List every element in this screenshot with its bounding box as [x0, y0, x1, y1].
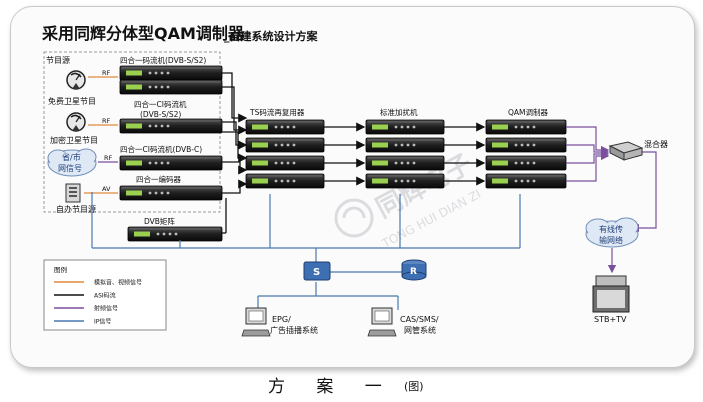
source-signal-lines: RF RF RF AV [84, 69, 118, 194]
scrambler-label: 标准加扰机 [380, 107, 418, 117]
satellite-dish-icon [66, 112, 86, 132]
receiver-1-unit [119, 79, 223, 95]
receiver-3-label: 四合一CI码流机(DVB-C) [120, 144, 202, 154]
scrambler-unit [365, 173, 445, 189]
stb-label: STB+TV [594, 315, 627, 324]
qam-unit [485, 173, 567, 189]
source-city-line2: 网信号 [58, 163, 82, 173]
network-cloud-icon [585, 217, 639, 248]
router-label: R [410, 267, 417, 277]
diagram-title: 采用同辉分体型QAM调制器 [42, 24, 244, 43]
mux-unit [245, 137, 325, 153]
asi-lines [222, 72, 486, 234]
legend-item-label: ASI码流 [94, 292, 116, 300]
rf-label: RF [102, 69, 111, 77]
computer-icon [367, 307, 397, 337]
diagram-subtitle: _自建系统设计方案 [224, 30, 318, 43]
qam-unit [485, 155, 567, 171]
rf-label: RF [102, 117, 111, 125]
mux-unit [245, 155, 325, 171]
source-heading: 节目源 [46, 56, 70, 65]
matrix-unit [127, 226, 223, 242]
encoder-label: 四合一编码器 [136, 174, 181, 184]
legend-item-label: 模拟音、视频信号 [94, 279, 142, 287]
mux-unit [245, 119, 325, 135]
scrambler-unit [365, 155, 445, 171]
av-label: AV [102, 185, 111, 193]
epg-label-1: EPG/ [272, 315, 291, 324]
receiver-2-label-2: (DVB-S/S2) [140, 110, 181, 119]
tv-icon [592, 275, 630, 313]
encoder-unit [119, 185, 223, 201]
cas-label-1: CAS/SMS/ [400, 315, 439, 324]
receiver-3-unit [119, 155, 223, 171]
epg-label-2: 广告插播系统 [270, 325, 318, 335]
scrambler-unit [365, 119, 445, 135]
rf-label: RF [104, 154, 113, 162]
receiver-2-unit [119, 118, 223, 134]
legend-item-label: IP信号 [94, 318, 111, 326]
receiver-1-label: 四合一码流机(DVB-S/S2) [120, 55, 206, 65]
cloud-icon [47, 148, 97, 177]
qam-unit [485, 119, 567, 135]
network-label-2: 输网络 [599, 235, 623, 245]
switch-label: S [313, 267, 320, 278]
switch-icon: S [303, 261, 331, 281]
server-icon [65, 183, 81, 203]
router-icon: R [401, 259, 427, 281]
caption-suffix: (图) [404, 380, 424, 393]
network-label-1: 有线传 [599, 224, 623, 234]
mux-label: TS码流再复用器 [249, 107, 305, 117]
matrix-label: DVB矩阵 [144, 216, 175, 226]
source-city-line1: 省/市 [62, 152, 81, 162]
receiver-2-label-1: 四合一CI码流机 [134, 99, 187, 109]
scrambler-unit [365, 137, 445, 153]
source-free-satellite: 免费卫星节目 [48, 96, 96, 106]
mux-unit [245, 173, 325, 189]
rack-devices [119, 65, 567, 242]
computer-icon [241, 307, 271, 337]
legend-item-label: 射频信号 [94, 305, 118, 313]
mixer-label: 混合器 [644, 139, 668, 149]
receiver-1-unit [119, 65, 223, 81]
qam-label: QAM调制器 [508, 107, 549, 117]
rf-lines [566, 126, 657, 274]
caption: 方 案 一 [268, 377, 395, 397]
mixer-device [608, 141, 644, 161]
satellite-dish-icon [66, 70, 86, 90]
qam-unit [485, 137, 567, 153]
cas-label-2: 网管系统 [404, 325, 436, 335]
source-self: 自办节目源 [56, 204, 96, 214]
legend-title: 图例 [54, 265, 67, 274]
source-encrypted-satellite: 加密卫星节目 [50, 135, 98, 145]
